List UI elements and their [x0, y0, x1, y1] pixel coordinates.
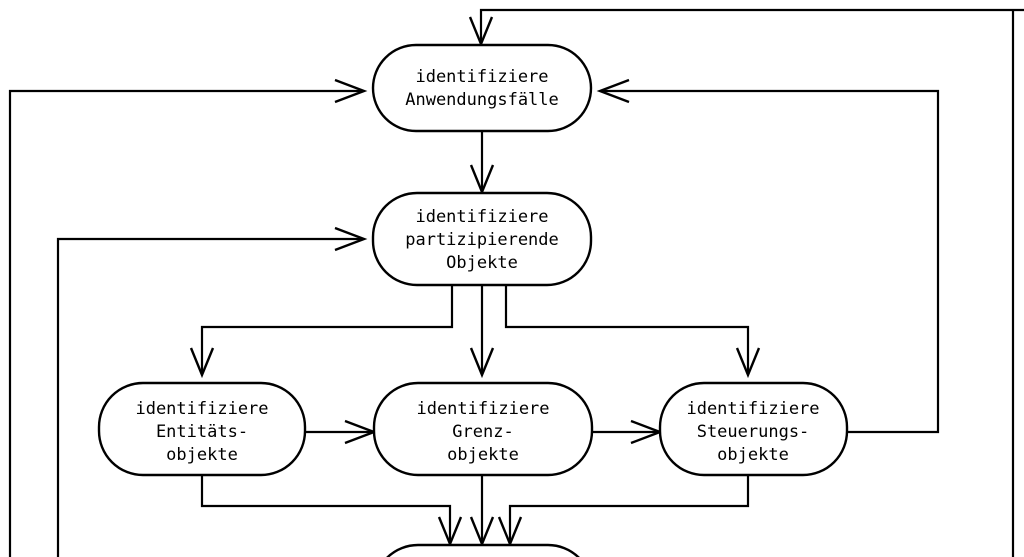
edge-entitaets-to-grenz — [305, 419, 378, 445]
node-steuerungsobjekte[interactable]: identifiziere Steuerungs- objekte — [658, 381, 849, 477]
node-entitaetsobjekte-line3: objekte — [166, 445, 238, 465]
node-entitaetsobjekte-line1: identifiziere — [135, 399, 268, 419]
node-grenzobjekte-line3: objekte — [447, 445, 519, 465]
edge-entitaets-to-bottom — [200, 475, 463, 548]
edge-grenz-to-bottom — [469, 475, 495, 548]
node-partizipierende-objekte-line3: Objekte — [446, 253, 518, 273]
edge-partizipierende-to-steuerungs — [504, 285, 761, 379]
edge-top-return-to-anwendungsfaelle — [468, 8, 1024, 48]
edge-left-return-to-anwendungsfaelle — [8, 78, 368, 557]
node-entitaetsobjekte-line2: Entitäts- — [156, 422, 248, 442]
edge-partizipierende-to-entitaets — [189, 285, 454, 379]
node-bottom-partial[interactable] — [374, 543, 592, 557]
node-grenzobjekte[interactable]: identifiziere Grenz- objekte — [372, 381, 594, 477]
edge-partizipierende-to-grenz — [469, 285, 495, 379]
edge-right-return-to-anwendungsfaelle — [596, 78, 940, 434]
node-grenzobjekte-line1: identifiziere — [416, 399, 549, 419]
edge-grenz-to-steuerungs — [592, 419, 664, 445]
node-steuerungsobjekte-line2: Steuerungs- — [697, 422, 810, 442]
edge-anwendungsfaelle-to-partizipierende — [469, 131, 495, 196]
node-anwendungsfaelle-line2: Anwendungsfälle — [405, 90, 559, 110]
edge-steuerungs-to-bottom — [497, 475, 750, 548]
node-grenzobjekte-line2: Grenz- — [452, 422, 513, 442]
node-steuerungsobjekte-line3: objekte — [717, 445, 789, 465]
node-entitaetsobjekte[interactable]: identifiziere Entitäts- objekte — [97, 381, 307, 477]
node-partizipierende-objekte[interactable]: identifiziere partizipierende Objekte — [371, 191, 593, 287]
node-anwendungsfaelle[interactable]: identifiziere Anwendungsfälle — [371, 43, 593, 133]
node-partizipierende-objekte-line1: identifiziere — [415, 207, 548, 227]
node-anwendungsfaelle-line1: identifiziere — [415, 67, 548, 87]
node-steuerungsobjekte-line1: identifiziere — [686, 399, 819, 419]
node-partizipierende-objekte-line2: partizipierende — [405, 230, 559, 250]
edge-left-return-to-partizipierende — [56, 226, 368, 557]
